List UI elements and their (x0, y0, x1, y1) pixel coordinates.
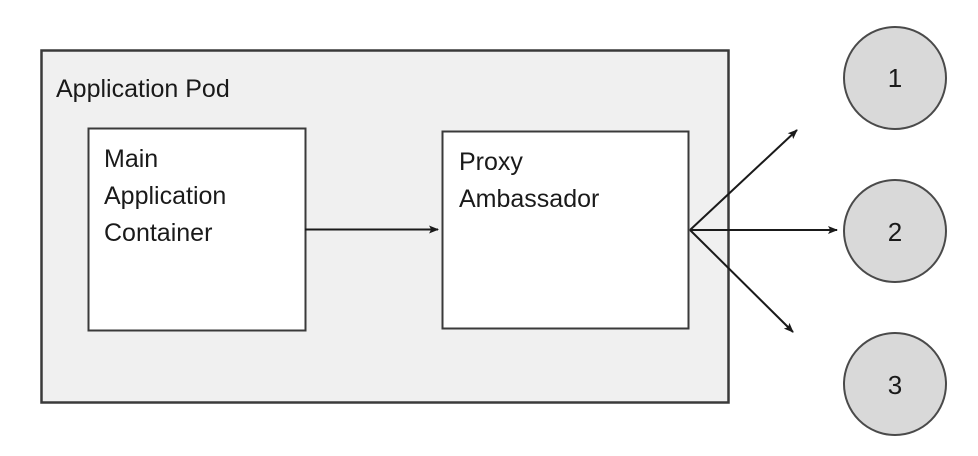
service-circle-label-3: 3 (887, 370, 903, 400)
arrow-proxy-to-service-3 (689, 229, 794, 333)
service-circle-3 (843, 332, 947, 436)
service-circle-2 (843, 179, 947, 283)
main-application-container-box (87, 127, 307, 332)
application-pod-label: Application Pod (56, 75, 230, 103)
arrow-proxy-to-service-1 (689, 129, 798, 231)
proxy-ambassador-label: Proxy Ambassador (459, 148, 600, 213)
service-circle-1 (843, 26, 947, 130)
service-circle-label-2: 2 (887, 217, 903, 247)
proxy-ambassador-box (441, 130, 690, 330)
main-application-container-label: Main Application Container (104, 145, 227, 247)
service-circle-label-1: 1 (887, 63, 903, 93)
